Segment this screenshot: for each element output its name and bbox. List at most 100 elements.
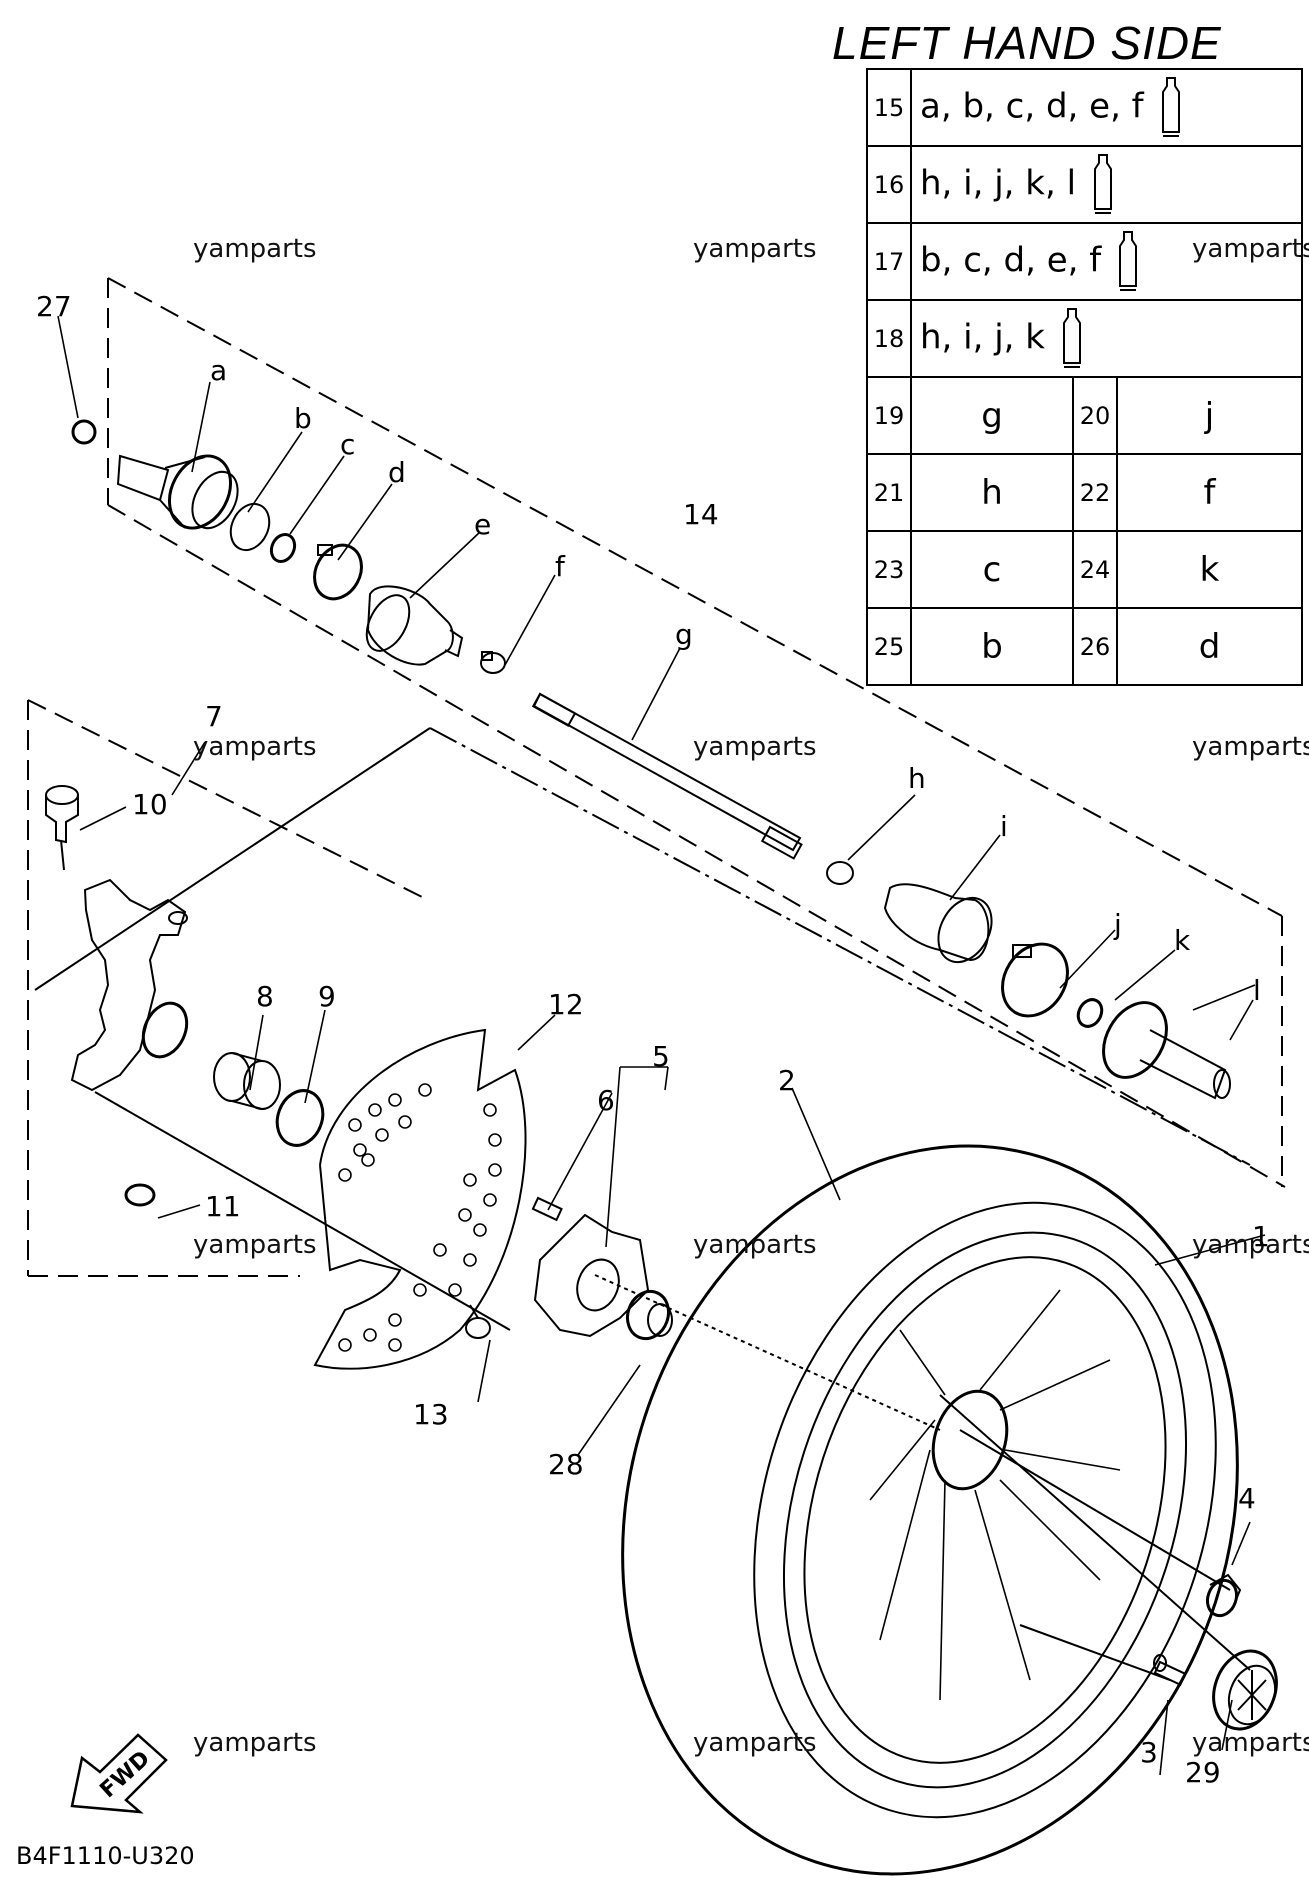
watermark: yamparts (693, 1728, 817, 1758)
hub-axis-line (94, 1091, 511, 1331)
legend-ref: 19 (866, 376, 912, 455)
brake-disc-12 (313, 1028, 527, 1370)
clip-k (1076, 998, 1104, 1028)
part-label-13: 13 (413, 1398, 449, 1431)
legend-value: d (1116, 607, 1303, 686)
part-label-5: 5 (652, 1040, 670, 1073)
legend-value: f (1116, 453, 1303, 532)
part-label-6: 6 (597, 1084, 615, 1117)
legend-ref: 21 (866, 453, 912, 532)
watermark: yamparts (693, 732, 817, 762)
part-label-h: h (908, 762, 926, 795)
part-label-i: i (1000, 810, 1008, 843)
watermark: yamparts (1192, 732, 1309, 762)
grease-tube-icon (1119, 230, 1138, 291)
part-label-4: 4 (1238, 1482, 1256, 1515)
watermark: yamparts (193, 1728, 317, 1758)
legend-ref: 17 (866, 222, 912, 301)
knuckle-assembly-outline (27, 699, 429, 1277)
part-label-14: 14 (683, 498, 719, 531)
part-label-7: 7 (205, 700, 223, 733)
boot-e (365, 585, 464, 666)
wheel-nut-axis (959, 1429, 1231, 1591)
outer-cv-joint-a (116, 454, 239, 530)
fwd-arrow-icon (70, 1733, 168, 1814)
part-label-12: 12 (548, 988, 584, 1021)
legend-letters: a, b, c, d, e, f (920, 86, 1144, 126)
legend-pair-row: 21 h 22 f (866, 453, 1303, 532)
tire-2 (621, 1144, 1239, 1876)
watermark: yamparts (1192, 1728, 1309, 1758)
watermark: yamparts (693, 1230, 817, 1260)
legend-ref: 24 (1072, 530, 1118, 609)
part-label-11: 11 (205, 1190, 241, 1223)
boot-i (883, 883, 993, 964)
part-label-10: 10 (132, 788, 168, 821)
driveshaft-assembly-outline (107, 277, 1286, 1188)
clip-c (269, 532, 297, 564)
axle-centerline (429, 727, 1251, 1166)
legend-ref: 15 (866, 68, 912, 147)
legend-row: 18 h, i, j, k (866, 299, 1303, 378)
band-h (826, 861, 854, 885)
part-label-9: 9 (318, 980, 336, 1013)
legend-row: 16 h, i, j, k, l (866, 145, 1303, 224)
wheel-axis-dotted (594, 1274, 941, 1431)
ring-b (229, 502, 271, 552)
legend-ref: 20 (1072, 376, 1118, 455)
part-label-27: 27 (36, 290, 72, 323)
part-label-f: f (555, 550, 565, 583)
leader-lines (57, 315, 1266, 1776)
legend-ref: 22 (1072, 453, 1118, 532)
bolt-6 (531, 1196, 563, 1222)
watermark: yamparts (193, 732, 317, 762)
page-title: LEFT HAND SIDE (832, 17, 1222, 69)
legend-ref: 23 (866, 530, 912, 609)
ball-joint-10 (45, 785, 79, 871)
watermark: yamparts (193, 1230, 317, 1260)
center-cap-29 (1212, 1649, 1278, 1731)
watermark: yamparts (1192, 234, 1309, 264)
band-d (313, 543, 363, 601)
legend-letters: h, i, j, k, l (920, 163, 1077, 203)
legend-pair-row: 25 b 26 d (866, 607, 1303, 686)
part-label-j: j (1114, 908, 1122, 941)
part-label-1: 1 (1252, 1220, 1270, 1253)
cap-axis (939, 1394, 1251, 1671)
legend-table: 15 a, b, c, d, e, f 16 h, i, j, k, l 17 … (866, 68, 1303, 686)
part-label-l: l (1253, 974, 1261, 1007)
legend-ref: 25 (866, 607, 912, 686)
circlip-27 (71, 419, 97, 445)
legend-value: j (1116, 376, 1303, 455)
wheel-nut-4 (1205, 1573, 1242, 1618)
steering-knuckle (70, 878, 189, 1092)
wheel-hub-5 (533, 1213, 650, 1338)
band-f (480, 651, 506, 674)
legend-pair-row: 19 g 20 j (866, 376, 1303, 455)
part-label-8: 8 (256, 980, 274, 1013)
bolt-axis (1019, 1624, 1171, 1681)
grease-tube-icon (1062, 307, 1081, 368)
circlip-11 (124, 1183, 156, 1207)
legend-value: b (910, 607, 1074, 686)
part-label-c: c (340, 428, 356, 461)
grease-tube-icon (1161, 76, 1180, 137)
bearing-8 (213, 1052, 281, 1110)
part-label-2: 2 (778, 1064, 796, 1097)
legend-pair-row: 23 c 24 k (866, 530, 1303, 609)
part-label-b: b (294, 402, 312, 435)
wheel-rim-1 (782, 1231, 1188, 1789)
legend-value: k (1116, 530, 1303, 609)
legend-letters: b, c, d, e, f (920, 240, 1102, 280)
legend-value: h (910, 453, 1074, 532)
legend-row: 15 a, b, c, d, e, f (866, 68, 1303, 147)
legend-value: c (910, 530, 1074, 609)
part-label-3: 3 (1140, 1736, 1158, 1769)
stud-bolt-3 (1153, 1654, 1187, 1687)
legend-ref: 26 (1072, 607, 1118, 686)
fwd-label: FWD (96, 1746, 156, 1803)
part-label-29: 29 (1185, 1756, 1221, 1789)
bolt-13 (465, 1304, 491, 1339)
legend-ref: 16 (866, 145, 912, 224)
